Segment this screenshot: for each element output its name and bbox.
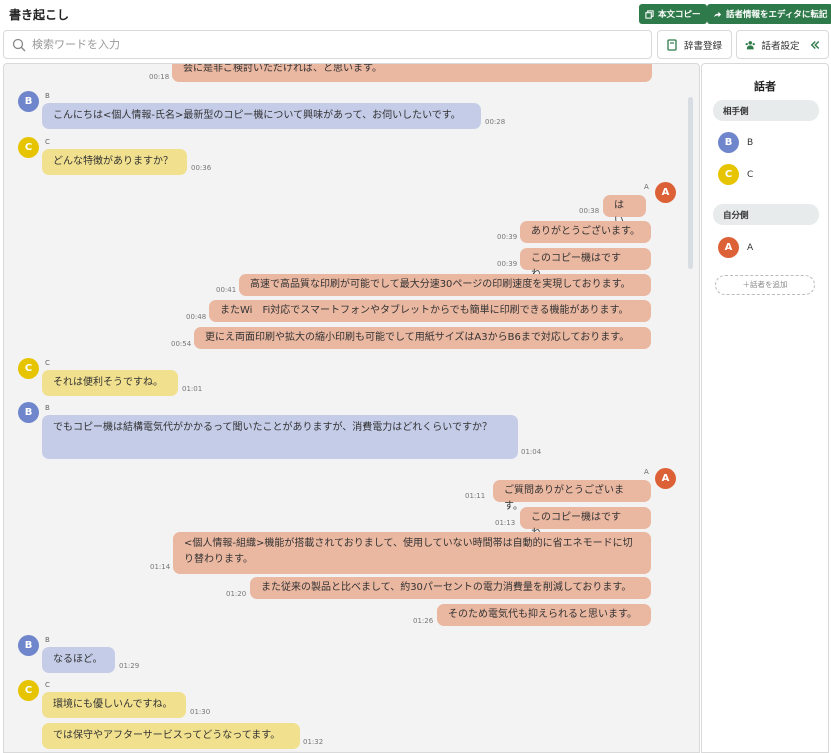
timestamp: 00:39 — [497, 260, 518, 268]
timestamp: 01:11 — [465, 492, 486, 500]
speaker-name: B — [45, 404, 50, 412]
top-bar: 書き起こし 本文コピー 話者情報をエディタに転記 — [0, 0, 831, 28]
message-bubble: そのため電気代も抑えられると思います。 — [437, 604, 651, 626]
other-side-group: 相手側 — [713, 100, 819, 121]
timestamp: 00:48 — [186, 313, 207, 321]
speaker-name: C — [45, 138, 50, 146]
avatar-a: A — [655, 468, 676, 489]
timestamp: 01:30 — [190, 708, 211, 716]
collapse-double-chevron-icon[interactable] — [810, 39, 820, 51]
timestamp: 01:32 — [303, 738, 324, 746]
speaker-item-label: C — [747, 169, 754, 180]
speaker-name: B — [45, 92, 50, 100]
dictionary-label: 辞書登録 — [684, 40, 723, 52]
avatar-b: B — [718, 132, 739, 153]
message-bubble: このコピー機はですね。 — [520, 248, 651, 280]
avatar-a: A — [718, 237, 739, 258]
timestamp: 00:18 — [149, 73, 170, 81]
message-bubble: このコピー機はですね。 — [520, 507, 651, 539]
speaker-name: A — [644, 183, 649, 191]
timestamp: 00:39 — [497, 233, 518, 241]
speaker-item-label: B — [747, 137, 754, 148]
timestamp: 01:01 — [182, 385, 203, 393]
timestamp: 01:13 — [495, 519, 516, 527]
transfer-speaker-button[interactable]: 話者情報をエディタに転記 — [707, 4, 831, 24]
share-arrow-icon — [713, 11, 722, 17]
avatar-c: C — [18, 680, 39, 701]
message-bubble: 環境にも優しいんですね。 — [42, 692, 186, 718]
message-bubble: では保守やアフターサービスってどうなってます。 — [42, 723, 300, 749]
avatar-b: B — [18, 91, 39, 112]
speaker-panel-title: 話者 — [754, 80, 776, 93]
avatar-c: C — [18, 137, 39, 158]
transcript-scrollbar[interactable] — [688, 97, 693, 269]
timestamp: 01:20 — [226, 590, 247, 598]
speaker-name: C — [45, 681, 50, 689]
timestamp: 00:38 — [579, 207, 600, 215]
avatar-a: A — [655, 182, 676, 203]
search-icon — [12, 38, 26, 51]
speaker-item-a[interactable]: A A — [718, 237, 753, 258]
self-side-group: 自分側 — [713, 204, 819, 225]
speaker-name: C — [45, 359, 50, 367]
message-bubble: またWi Fi対応でスマートフォンやタブレットからでも簡単に印刷できる機能があり… — [209, 300, 651, 322]
speaker-item-b[interactable]: B B — [718, 132, 753, 153]
timestamp: 00:36 — [191, 164, 212, 172]
transcript-panel[interactable]: 00:18 会に是非ご検討いただければ、と思います。 B B こんにちは<個人情… — [3, 63, 700, 753]
avatar-c: C — [718, 164, 739, 185]
timestamp: 00:41 — [216, 286, 237, 294]
speaker-name: B — [45, 636, 50, 644]
add-speaker-button[interactable]: ＋話者を追加 — [715, 275, 815, 295]
timestamp: 01:14 — [150, 563, 171, 571]
dictionary-button[interactable]: 辞書登録 — [657, 30, 732, 59]
message-bubble: でもコピー機は結構電気代がかかるって聞いたことがありますが、消費電力はどれくらい… — [42, 415, 518, 459]
message-bubble: 更にえ両面印刷や拡大の縮小印刷も可能でして用紙サイズはA3からB6まで対応してお… — [194, 327, 651, 349]
speaker-settings-button[interactable]: 話者設定 — [736, 30, 829, 59]
copy-text-button[interactable]: 本文コピー — [639, 4, 707, 24]
message-bubble: 会に是非ご検討いただければ、と思います。 — [172, 64, 652, 82]
message-bubble: なるほど。 — [42, 647, 115, 673]
message-bubble: それは便利そうですね。 — [42, 370, 178, 396]
avatar-b: B — [18, 402, 39, 423]
search-input[interactable] — [32, 38, 592, 51]
message-bubble: また従来の製品と比べまして、約30パーセントの電力消費量を削減しております。 — [250, 577, 651, 599]
timestamp: 00:54 — [171, 340, 192, 348]
message-bubble: はい。 — [603, 195, 646, 227]
message-bubble: こんにちは<個人情報-氏名>最新型のコピー機について興味があって、お伺いしたいで… — [42, 103, 481, 129]
search-box[interactable] — [3, 30, 652, 59]
message-bubble: 高速で高品質な印刷が可能でして最大分速30ページの印刷速度を実現しております。 — [239, 274, 651, 296]
copy-text-label: 本文コピー — [658, 10, 701, 20]
transfer-speaker-label: 話者情報をエディタに転記 — [726, 10, 828, 20]
speaker-name: A — [644, 468, 649, 476]
message-bubble: ありがとうございます。 — [520, 221, 651, 243]
avatar-b: B — [18, 635, 39, 656]
book-icon — [667, 38, 677, 51]
speaker-panel: 話者 相手側 B B C C 自分側 A A ＋話者を追加 — [701, 63, 829, 753]
message-bubble: ご質問ありがとうございます。 — [493, 480, 651, 512]
timestamp: 00:28 — [485, 118, 506, 126]
avatar-c: C — [18, 358, 39, 379]
message-bubble: <個人情報-組織>機能が搭載されておりまして、使用していない時間帯は自動的に省エ… — [173, 532, 651, 574]
timestamp: 01:29 — [119, 662, 140, 670]
speaker-settings-label: 話者設定 — [761, 40, 800, 52]
speaker-item-c[interactable]: C C — [718, 164, 753, 185]
speaker-item-label: A — [747, 242, 754, 253]
copy-icon — [645, 9, 654, 19]
page-title: 書き起こし — [9, 8, 70, 22]
people-icon — [745, 40, 755, 49]
message-bubble: どんな特徴がありますか？ — [42, 149, 187, 175]
timestamp: 01:04 — [521, 448, 542, 456]
timestamp: 01:26 — [413, 617, 434, 625]
